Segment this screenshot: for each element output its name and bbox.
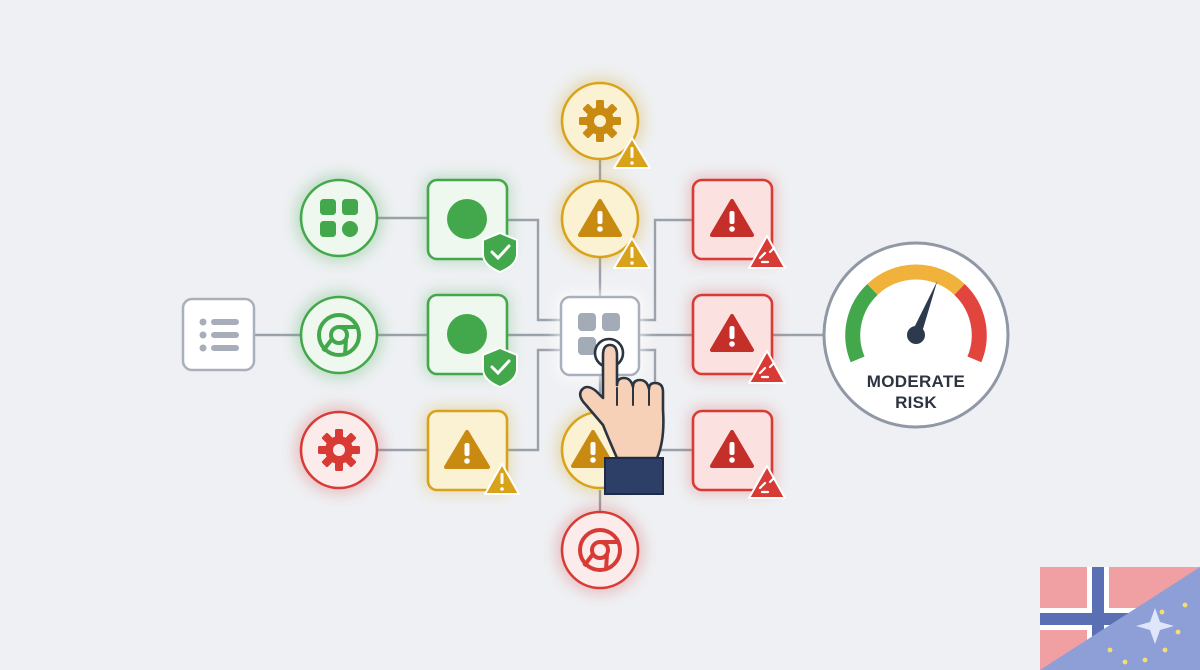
extension-node-safe-2[interactable] <box>424 291 518 389</box>
gauge-arc-danger <box>954 283 987 363</box>
warning-icon <box>578 199 622 237</box>
broken-link-icon <box>748 350 786 384</box>
warning-badge-icon <box>613 137 651 169</box>
source-list-node[interactable] <box>181 297 256 372</box>
risk-label-line1: MODERATE <box>867 372 965 391</box>
browser-node-apps[interactable] <box>295 174 383 262</box>
list-icon <box>199 318 239 352</box>
gauge-arc-warning <box>867 264 965 296</box>
hub-node[interactable] <box>557 293 643 379</box>
shield-check-icon <box>482 231 518 274</box>
hand-pointer-icon <box>578 337 665 495</box>
extension-node-safe-1[interactable] <box>424 176 518 274</box>
risk-gauge: MODERATE RISK <box>822 241 1010 429</box>
gauge-needle <box>907 281 938 344</box>
gear-icon <box>318 429 360 471</box>
threat-node-2[interactable] <box>689 291 786 384</box>
warning-icon <box>710 430 754 468</box>
threat-node-3[interactable] <box>689 407 786 499</box>
gear-icon <box>579 100 621 142</box>
center-node-settings[interactable] <box>556 77 651 169</box>
browser-node-settings[interactable] <box>295 406 383 494</box>
warning-icon <box>710 314 754 352</box>
apps-grid-icon <box>320 199 358 237</box>
grid-icon <box>578 313 620 355</box>
chrome-icon <box>578 528 622 572</box>
threat-node-1[interactable] <box>689 176 786 269</box>
circle-icon <box>447 199 487 239</box>
warning-badge-icon <box>613 237 651 269</box>
broken-link-icon <box>748 465 786 499</box>
gauge-arc-safe <box>845 283 878 363</box>
warning-badge-icon <box>484 463 520 495</box>
center-node-warning-1[interactable] <box>556 175 651 269</box>
circle-icon <box>447 314 487 354</box>
warning-icon <box>710 199 754 237</box>
broken-link-icon <box>748 235 786 269</box>
warning-icon <box>444 430 490 469</box>
warning-icon <box>571 430 615 468</box>
chrome-icon <box>317 313 361 357</box>
center-node-chrome[interactable] <box>556 506 644 594</box>
browser-node-chrome[interactable] <box>295 291 383 379</box>
risk-label-line2: RISK <box>895 393 937 412</box>
extension-node-warning[interactable] <box>424 407 520 495</box>
flag-icon <box>1040 567 1200 670</box>
shield-check-icon <box>482 346 518 389</box>
